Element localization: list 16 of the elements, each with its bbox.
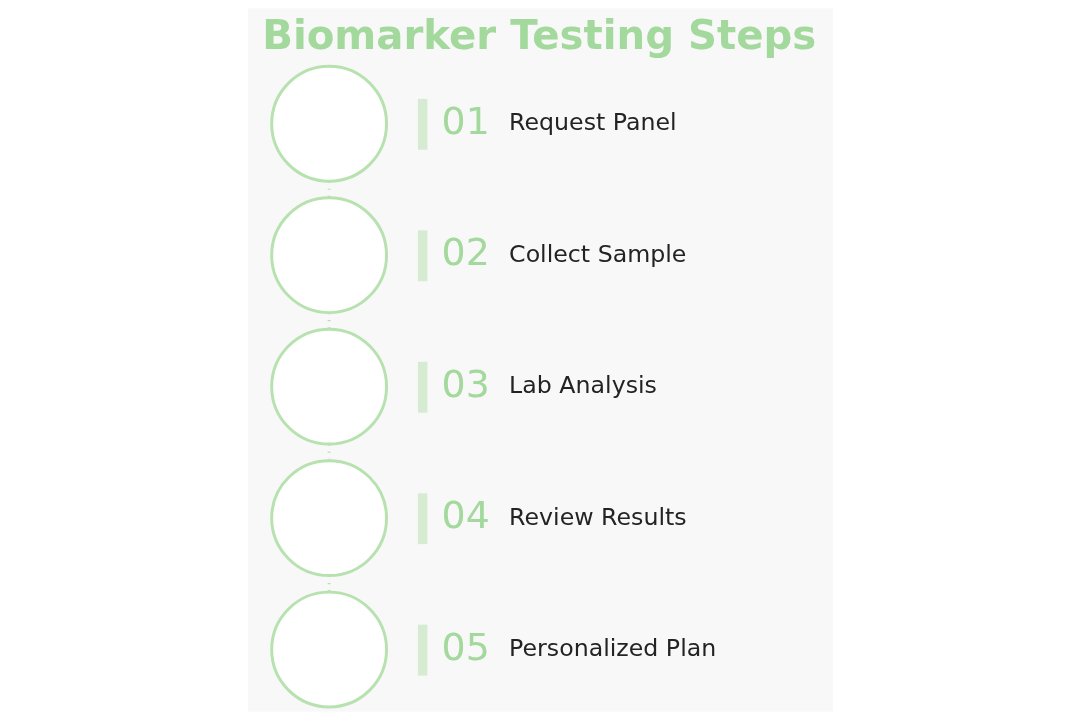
node-label: Review Results	[508, 502, 687, 531]
node-circle	[269, 459, 388, 577]
node-label: Lab Analysis	[508, 371, 657, 400]
node-label: 04	[441, 493, 490, 538]
diagram-title: Biomarker Testing Steps	[261, 11, 816, 58]
node-label: Collect Sample	[508, 239, 686, 268]
node-label: 02	[441, 230, 490, 275]
node-label: Personalized Plan	[508, 634, 716, 663]
node-circle	[269, 327, 388, 446]
node-circle	[269, 590, 388, 709]
node-label: 03	[441, 361, 490, 406]
node-label: 01	[441, 98, 490, 143]
node-label: 05	[441, 624, 490, 669]
node-circle	[269, 64, 388, 183]
node-label: Request Panel	[508, 108, 677, 137]
node-circle	[269, 196, 388, 315]
